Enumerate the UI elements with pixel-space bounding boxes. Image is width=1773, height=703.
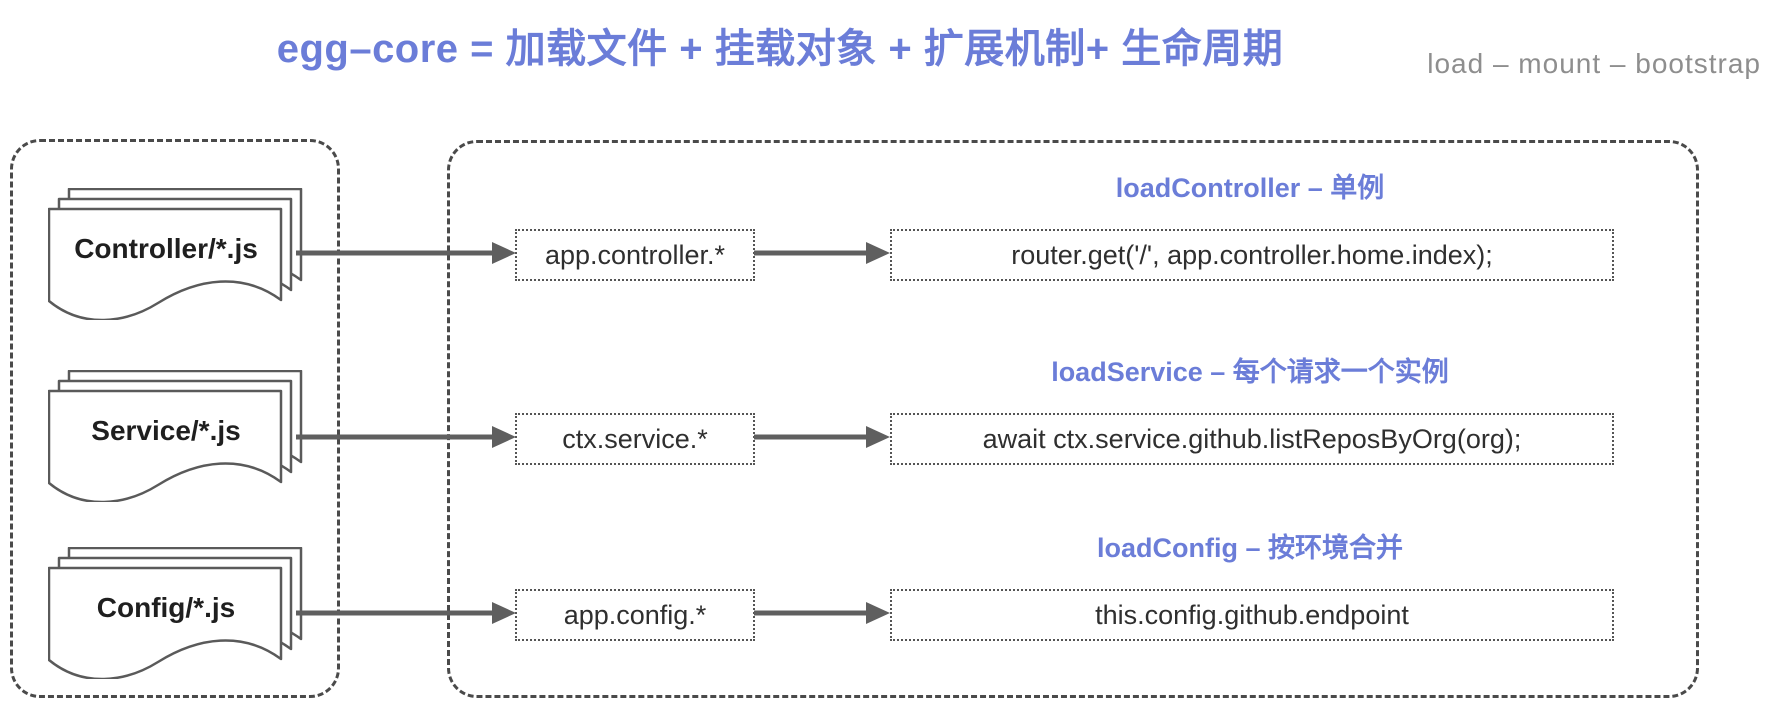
mount-path-box-controller: app.controller.*: [515, 229, 755, 281]
usage-code-box-controller: router.get('/', app.controller.home.inde…: [890, 229, 1614, 281]
file-stack-label: Config/*.js: [96, 592, 236, 623]
loader-title-config: loadConfig – 按环境合并: [1097, 533, 1403, 563]
arrow-right-icon: [296, 242, 516, 264]
mount-path-text: ctx.service.*: [562, 423, 708, 454]
document-stack-icon: [48, 188, 303, 320]
usage-code-text: this.config.github.endpoint: [1095, 599, 1409, 630]
document-stack-icon: [48, 547, 303, 679]
file-stack-config: Config/*.js: [48, 547, 304, 679]
arrow-right-icon: [754, 426, 890, 448]
mount-path-text: app.controller.*: [544, 239, 726, 270]
loader-title-controller: loadController – 单例: [1115, 173, 1385, 203]
mount-path-box-config: app.config.*: [515, 589, 755, 641]
source-files-panel: [10, 139, 340, 698]
document-stack-icon: [48, 370, 303, 502]
usage-code-box-config: this.config.github.endpoint: [890, 589, 1614, 641]
file-stack-controller: Controller/*.js: [48, 188, 304, 320]
loaders-panel: [447, 140, 1699, 698]
file-stack-label: Controller/*.js: [74, 233, 258, 264]
arrow-right-icon: [754, 602, 890, 624]
file-stack-service: Service/*.js: [48, 370, 304, 502]
usage-code-text: router.get('/', app.controller.home.inde…: [1011, 239, 1493, 270]
file-stack-label: Service/*.js: [91, 415, 241, 446]
arrow-right-icon: [754, 242, 890, 264]
arrow-right-icon: [296, 602, 516, 624]
page-title: egg–core = 加载文件 + 挂载对象 + 扩展机制+ 生命周期: [276, 27, 1284, 71]
mount-path-box-service: ctx.service.*: [515, 413, 755, 465]
usage-code-box-service: await ctx.service.github.listReposByOrg(…: [890, 413, 1614, 465]
loader-title-service: loadService – 每个请求一个实例: [1051, 357, 1449, 387]
lifecycle-subtitle: load – mount – bootstrap: [1427, 48, 1761, 79]
usage-code-text: await ctx.service.github.listReposByOrg(…: [982, 423, 1522, 454]
arrow-right-icon: [296, 426, 516, 448]
mount-path-text: app.config.*: [563, 599, 707, 630]
